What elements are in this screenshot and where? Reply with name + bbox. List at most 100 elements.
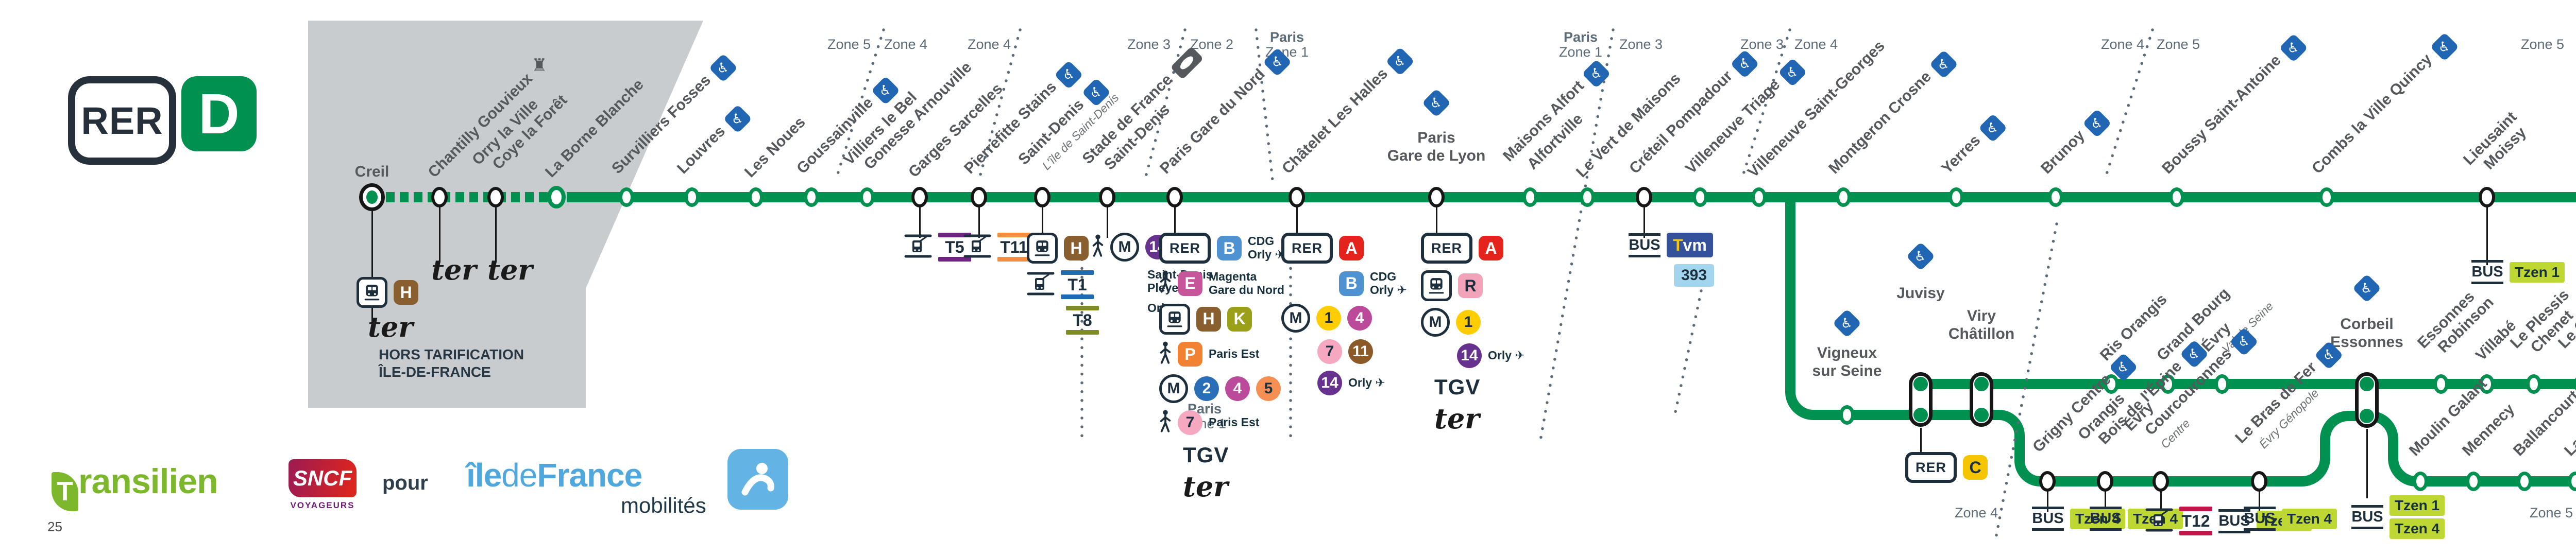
zone-label-1: Zone 4	[884, 37, 928, 52]
bus-icon: BUS	[2032, 507, 2064, 531]
badge-h: H	[394, 280, 418, 305]
station-dot-yerres	[1948, 187, 1964, 207]
connection-row: TGV	[1159, 443, 1285, 467]
walk-icon	[1159, 341, 1172, 368]
connection-row: T8	[1027, 306, 1099, 335]
zone-separator-8	[1674, 289, 1703, 413]
ter-icon: ter	[368, 310, 413, 343]
station-dot-paris-gare-de-lyon	[1428, 187, 1445, 207]
station-stem-stade-de-france	[1106, 205, 1108, 238]
badge-b: B	[1217, 236, 1242, 260]
station-connections-chantilly-gouvieux: ter	[424, 253, 477, 286]
station-dot-combs-la-ville-quincy	[2319, 187, 2334, 207]
station-dot-stade-de-france	[1099, 187, 1115, 207]
bus-icon: BUS	[2244, 507, 2276, 531]
station-dot-villeneuve-triage	[1692, 187, 1708, 207]
zone-separator-9	[2103, 28, 2154, 182]
line-d-badge: D	[181, 76, 257, 151]
zone-label-10: Zone 4	[1794, 37, 1838, 52]
connection-row: T11	[963, 233, 1030, 262]
connection-row: ter	[424, 253, 477, 286]
badge-e: E	[1178, 271, 1202, 296]
station-dot-montgeron-crosne	[1836, 187, 1851, 207]
tgv-icon: TGV	[1434, 375, 1481, 399]
badge-t1: T1	[1061, 270, 1094, 299]
connection-row: ter	[1159, 473, 1285, 500]
badge-11: 11	[1348, 339, 1373, 364]
branch-juvisy-descent	[1785, 197, 1999, 420]
station-stem-creil	[371, 205, 373, 331]
rer-icon: RER	[1159, 233, 1211, 264]
station-dot-grand-bourg	[2160, 374, 2176, 394]
ter-icon: ter	[431, 253, 477, 286]
zone-label-2: Zone 4	[967, 37, 1011, 52]
zone-label-9: Zone 3	[1740, 37, 1784, 52]
train-icon	[357, 277, 387, 308]
zone-separator-10	[1993, 222, 2058, 545]
station-dot-orangis-bois-de-l-epine	[2097, 471, 2113, 492]
badge-tzen1: Tzen 1	[2510, 262, 2565, 283]
badge-14: 14	[1457, 343, 1482, 368]
station-dot-creteil-pompadour	[1636, 187, 1652, 207]
badge-h: H	[1064, 236, 1089, 260]
metro-icon: M	[1281, 303, 1310, 333]
badge-tzen4: Tzen 4	[2282, 508, 2337, 529]
connection-row: H	[1027, 233, 1099, 264]
connection-row: H	[357, 277, 418, 308]
station-dot-paris-gare-du-nord	[1166, 187, 1183, 207]
connection-row: ter	[357, 310, 418, 343]
station-dot-les-noues	[748, 187, 764, 207]
station-connections-le-bras-de-fer: BUS Tzen 4	[2244, 507, 2337, 531]
station-label-creil: Creil	[354, 163, 389, 180]
zone-label-3: Zone 3	[1127, 37, 1171, 52]
station-dot-villeneuve-saint-georges	[1751, 187, 1767, 207]
station-dot-grigny-centre	[2039, 471, 2056, 492]
station-dot-le-bras-de-fer	[2251, 471, 2267, 492]
badge-t5: T5	[938, 233, 971, 262]
badge-a: A	[1339, 236, 1364, 260]
station-dot-chatelet-les-halles	[1289, 187, 1305, 207]
station-dot-ballancourt	[2517, 472, 2532, 491]
station-stem-pierrefitte-stains	[978, 205, 980, 238]
station-dot-pierrefitte-stains	[971, 187, 987, 207]
badge-4: 4	[1347, 305, 1372, 331]
station-dot-chantilly-gouvieux	[431, 187, 448, 207]
station-dot-corbeil-essonnes	[2355, 372, 2379, 428]
badge-14: 14	[1317, 370, 1342, 395]
badge-7: 7	[1178, 410, 1202, 435]
station-dot-mennecy	[2466, 472, 2481, 491]
badge-t12: T12	[2179, 507, 2212, 535]
zone-label-14: Zone 4	[1954, 505, 1998, 520]
zone-label-4: Zone 2	[1190, 37, 1234, 52]
mobilites-label: mobilités	[621, 493, 706, 517]
connection-row: ter	[480, 256, 533, 284]
station-dot-ris-orangis	[2104, 374, 2119, 394]
station-stem-evry-courcouronnes	[2160, 490, 2162, 512]
badge-t8: T8	[1066, 306, 1099, 335]
connection-row: 393	[1629, 264, 1715, 287]
page-number: 25	[47, 519, 62, 534]
badge-r: R	[1458, 273, 1483, 298]
zone-separator-0	[834, 28, 885, 182]
bus-icon: BUS	[1629, 233, 1660, 257]
branch-grigny	[1998, 410, 2367, 486]
badge-t11: T11	[997, 233, 1030, 262]
fare-zone-box-left	[308, 21, 703, 408]
tram-icon	[963, 234, 991, 261]
station-dot-le-plessis-chenet	[2526, 374, 2541, 394]
connection-note: Paris Est	[1209, 347, 1260, 361]
station-stem-paris-gare-du-nord	[1174, 205, 1176, 238]
zone-separator-7	[1740, 28, 1791, 182]
badge-p: P	[1178, 342, 1202, 367]
